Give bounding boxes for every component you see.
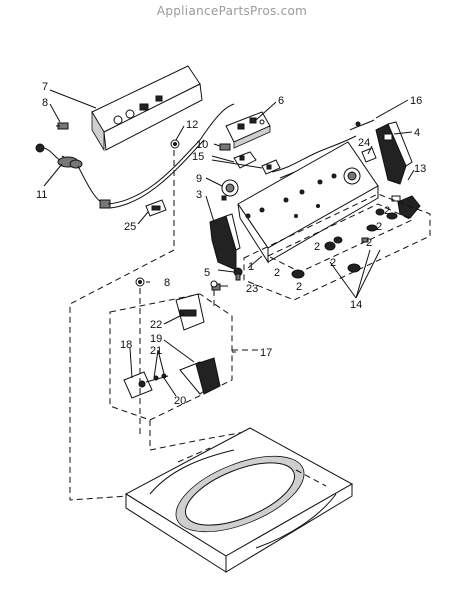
part-24 xyxy=(361,147,377,163)
callout-2-a: 2 xyxy=(384,205,390,217)
callout-13: 13 xyxy=(414,163,426,175)
screw-top-left xyxy=(56,122,69,130)
callout-15: 15 xyxy=(192,151,204,163)
rear-panel xyxy=(91,65,203,152)
callout-9: 9 xyxy=(196,173,202,185)
callout-8-top: 8 xyxy=(42,97,48,109)
power-cord xyxy=(35,103,235,209)
button-bezel xyxy=(243,193,431,301)
knob-13 xyxy=(391,195,421,219)
timer-9 xyxy=(221,179,239,201)
callout-3: 3 xyxy=(196,189,202,201)
connector-12 xyxy=(170,139,180,149)
callout-4: 4 xyxy=(414,127,420,139)
callout-labels: 7 8 11 12 6 16 4 10 24 15 13 9 3 25 2 2 … xyxy=(36,81,426,407)
callout-16: 16 xyxy=(410,95,422,107)
callout-2-g: 2 xyxy=(296,281,302,293)
callout-10: 10 xyxy=(196,139,208,151)
callout-1: 1 xyxy=(248,261,254,273)
callout-8-bottom: 8 xyxy=(164,277,170,289)
callout-2-c: 2 xyxy=(366,237,372,249)
callout-19: 19 xyxy=(150,333,162,345)
callout-14: 14 xyxy=(350,299,362,311)
callout-24: 24 xyxy=(358,137,370,149)
callout-2-e: 2 xyxy=(330,257,336,269)
callout-12: 12 xyxy=(186,119,198,131)
callout-23: 23 xyxy=(246,283,258,295)
leader-lines xyxy=(43,89,415,397)
callout-22: 22 xyxy=(150,319,162,331)
callout-18: 18 xyxy=(120,339,132,351)
screw-bottom-left xyxy=(135,277,218,288)
callout-11: 11 xyxy=(36,189,47,201)
top-cabinet xyxy=(124,427,354,573)
end-cap-right xyxy=(375,121,413,185)
watermark: AppliancePartsPros.com xyxy=(156,4,308,18)
callout-20: 20 xyxy=(174,395,186,407)
callout-25: 25 xyxy=(124,221,136,233)
callout-7: 7 xyxy=(42,81,48,93)
callout-21: 21 xyxy=(150,345,162,357)
control-board xyxy=(225,111,271,149)
clip-25 xyxy=(145,199,167,217)
end-cap-left xyxy=(209,213,241,271)
callout-5: 5 xyxy=(204,267,210,279)
callout-6: 6 xyxy=(278,95,284,107)
buttons xyxy=(291,208,398,279)
switch-15 xyxy=(233,151,281,175)
callout-2-f: 2 xyxy=(274,267,280,279)
part-10 xyxy=(219,143,231,151)
lid-switch-assembly xyxy=(109,293,233,421)
screw-5 xyxy=(233,267,243,281)
alignment-lines xyxy=(69,150,258,501)
callout-2-d: 2 xyxy=(314,241,320,253)
console-panel xyxy=(237,141,379,264)
callout-17: 17 xyxy=(260,347,272,359)
callout-2-b: 2 xyxy=(376,221,382,233)
